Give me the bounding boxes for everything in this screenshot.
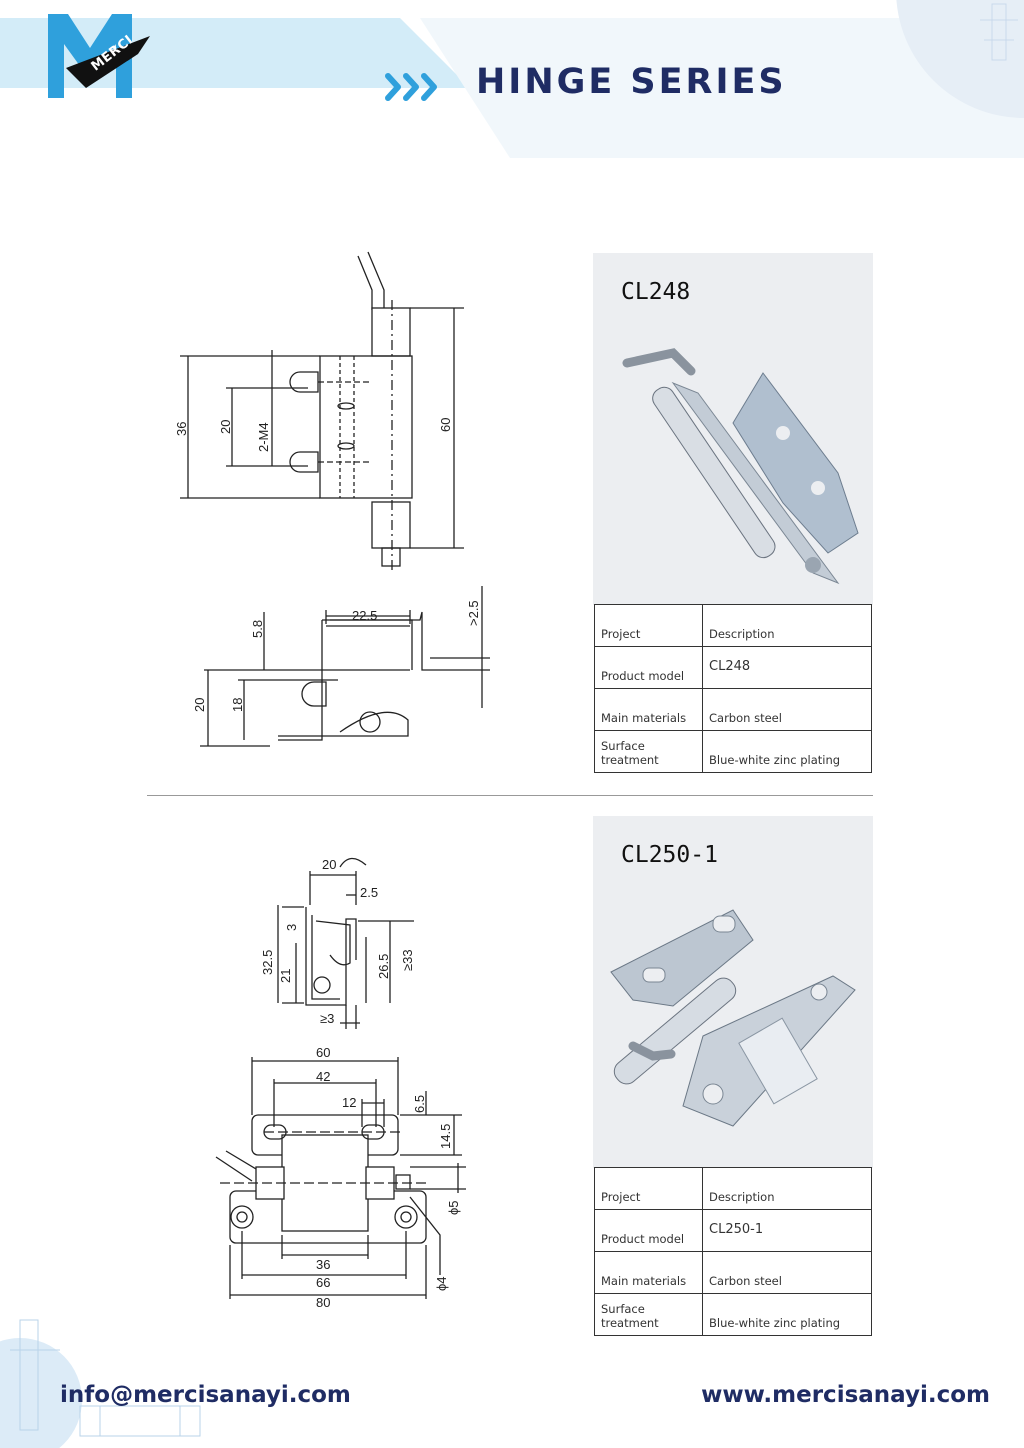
spec-table-cl250-1: Project Description Product model CL250-… — [594, 1167, 872, 1336]
dim-label: 6.5 — [412, 1095, 427, 1113]
technical-drawing-cl250-1: 20 2.5 3 32.5 21 26.5 ≥33 ≥3 60 42 12 6.… — [215, 857, 466, 1310]
dim-label: 22.5 — [352, 608, 377, 623]
brand-logo — [46, 14, 154, 102]
table-cell-key: Surface treatment — [594, 730, 703, 773]
dim-label: 12 — [342, 1095, 356, 1110]
dim-label: 60 — [316, 1045, 330, 1060]
corner-decoration-bottom-left — [0, 1319, 201, 1448]
table-cell-value: Blue-white zinc plating — [702, 730, 872, 773]
table-cell-value: Carbon steel — [702, 688, 872, 731]
table-cell-key: Surface treatment — [594, 1293, 703, 1336]
table-cell-value: Carbon steel — [702, 1251, 872, 1294]
table-cell-key: Main materials — [594, 1251, 703, 1294]
dim-label: ≥33 — [400, 949, 415, 971]
table-cell-key: Product model — [594, 646, 703, 689]
table-row: Surface treatment Blue-white zinc platin… — [594, 730, 872, 773]
dim-label: 66 — [316, 1275, 330, 1290]
dim-label: 26.5 — [376, 954, 391, 979]
product-photo-cl250-1 — [610, 909, 856, 1127]
dim-label: ≥3 — [320, 1011, 334, 1026]
dim-label: 60 — [438, 418, 453, 432]
product-title: CL250-1 — [621, 842, 718, 868]
dim-label: 2-M4 — [256, 422, 271, 452]
dim-label: 2.5 — [360, 885, 378, 900]
footer-email-link[interactable]: info@mercisanayi.com — [60, 1382, 351, 1408]
table-header-row: Project Description — [594, 1167, 872, 1210]
dim-label: 18 — [230, 698, 245, 712]
dim-label: ϕ5 — [446, 1200, 461, 1215]
table-cell-value: CL248 — [702, 646, 872, 689]
corner-decoration-top-right — [896, 0, 1024, 118]
dim-label: 21 — [278, 969, 293, 983]
dim-label: 20 — [322, 857, 336, 872]
table-header-row: Project Description — [594, 604, 872, 647]
dim-label: 32.5 — [260, 950, 275, 975]
table-row: Product model CL248 — [594, 646, 872, 689]
table-header-description: Description — [702, 1167, 872, 1210]
spec-table-cl248: Project Description Product model CL248 … — [594, 604, 872, 773]
table-cell-value: CL250-1 — [702, 1209, 872, 1252]
table-cell-key: Main materials — [594, 688, 703, 731]
section-divider — [147, 795, 873, 796]
table-header-project: Project — [594, 604, 703, 647]
page-title: HINGE SERIES — [476, 62, 787, 102]
product-panel-cl248: CL248 — [593, 253, 873, 605]
dim-label: ϕ4 — [434, 1276, 449, 1291]
chevrons-icon — [385, 73, 437, 101]
table-row: Surface treatment Blue-white zinc platin… — [594, 1293, 872, 1336]
table-row: Main materials Carbon steel — [594, 688, 872, 731]
table-cell-value: Blue-white zinc plating — [702, 1293, 872, 1336]
dim-label: 42 — [316, 1069, 330, 1084]
technical-drawing-cl248: 36 20 2-M4 60 22.5 >2.5 5.8 20 18 — [174, 251, 490, 747]
dim-label: 3 — [284, 924, 299, 931]
table-row: Product model CL250-1 — [594, 1209, 872, 1252]
dim-label: 14.5 — [438, 1124, 453, 1149]
footer-website-link[interactable]: www.mercisanayi.com — [701, 1382, 990, 1408]
table-cell-key: Product model — [594, 1209, 703, 1252]
dim-label: 20 — [218, 420, 233, 434]
product-photo-cl248 — [622, 348, 859, 585]
dim-label: 5.8 — [250, 620, 265, 638]
dim-label: 36 — [316, 1257, 330, 1272]
dim-label: 20 — [192, 698, 207, 712]
product-panel-cl250-1: CL250-1 — [593, 816, 873, 1168]
table-header-project: Project — [594, 1167, 703, 1210]
table-row: Main materials Carbon steel — [594, 1251, 872, 1294]
dim-label: 36 — [174, 422, 189, 436]
product-title: CL248 — [621, 279, 691, 305]
dim-label: 80 — [316, 1295, 330, 1310]
dim-label: >2.5 — [466, 600, 481, 626]
table-header-description: Description — [702, 604, 872, 647]
